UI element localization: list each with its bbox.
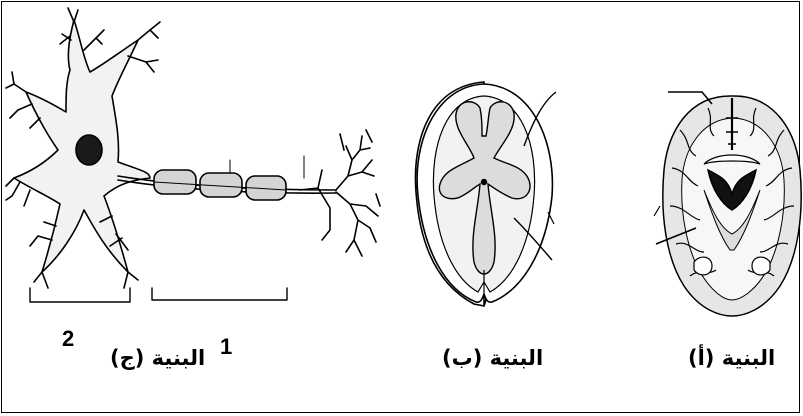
brain-section-diagram	[654, 92, 801, 316]
dendrite	[60, 8, 104, 50]
label-number-1: 1	[220, 334, 232, 360]
caption-structure-c: البنية (ج)	[110, 346, 205, 370]
label-number-2: 2	[62, 326, 74, 352]
spinal-cord-diagram	[415, 82, 556, 306]
axon-terminal	[336, 130, 380, 256]
central-canal	[482, 180, 487, 185]
caption-structure-b: البنية (ب)	[442, 346, 543, 370]
neuron-diagram	[6, 8, 380, 302]
caption-structure-a: البنية (أ)	[688, 346, 775, 370]
bracket-1	[152, 288, 287, 300]
bracket-2	[30, 288, 130, 302]
neuron-nucleus	[76, 135, 102, 165]
